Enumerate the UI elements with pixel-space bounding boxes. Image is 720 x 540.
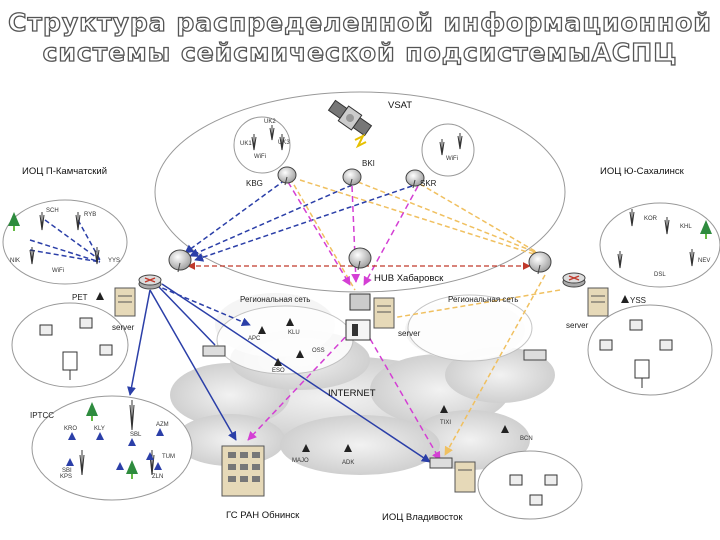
links-blue bbox=[29, 179, 413, 327]
links-blue-solid bbox=[127, 283, 431, 463]
switch-vladivostok bbox=[429, 457, 453, 469]
title-line-2: системы сейсмической подсистемыАСПЦ bbox=[42, 37, 678, 67]
sakhalin-clients bbox=[587, 304, 713, 396]
vsat-label: VSAT bbox=[388, 100, 412, 111]
server-left-icon bbox=[114, 287, 136, 317]
server-right-icon bbox=[587, 287, 609, 317]
klu-label: KLU bbox=[288, 330, 300, 336]
iptcc-stations bbox=[31, 395, 193, 501]
dish-skr bbox=[405, 169, 425, 189]
bki-label: BKI bbox=[362, 159, 375, 168]
uk2-label: UK2 bbox=[264, 119, 276, 125]
seismic-station-markers bbox=[96, 292, 629, 452]
iots-kamchatka-label: ИОЦ П-Камчатский bbox=[22, 166, 107, 177]
wifi-skr-label: WiFi bbox=[446, 156, 458, 162]
hub-workstation-icon bbox=[345, 293, 371, 341]
regional-net-left bbox=[216, 305, 354, 375]
server-left-label: server bbox=[112, 323, 135, 332]
sbl-label: SBL bbox=[130, 432, 142, 438]
zln-label: ZLN bbox=[152, 474, 163, 480]
yss-label: YSS bbox=[630, 296, 646, 305]
nev-label: NEV bbox=[698, 258, 710, 264]
yys-label: YYS bbox=[108, 258, 120, 264]
uk1-label: UK1 bbox=[240, 141, 252, 147]
server-right-label: server bbox=[566, 321, 589, 330]
antenna-icons bbox=[29, 125, 695, 476]
sbi-label: SBI bbox=[62, 468, 72, 474]
lightning-icon bbox=[354, 133, 367, 149]
internet-label: INTERNET bbox=[328, 388, 376, 399]
switch-left bbox=[202, 345, 226, 357]
server-vladivostok-icon bbox=[454, 461, 476, 493]
wifi-left-label: WiFi bbox=[52, 268, 64, 274]
regional-net-right bbox=[407, 294, 533, 362]
adk-label: ADK bbox=[342, 460, 354, 466]
kly-label: KLY bbox=[94, 426, 105, 432]
iots-sakhalin-label: ИОЦ Ю-Сахалинск bbox=[600, 166, 685, 177]
khl-label: KHL bbox=[680, 224, 692, 230]
apc-label: APC bbox=[248, 336, 261, 342]
title-line-1: Структура распределенной информационной bbox=[7, 7, 712, 37]
kor-label: KOR bbox=[644, 216, 658, 222]
server-center-label: server bbox=[398, 329, 421, 338]
satellite-icon bbox=[327, 99, 373, 137]
vsat-zone bbox=[154, 91, 566, 293]
router-kamchatka bbox=[138, 274, 162, 290]
sch-label: SCH bbox=[46, 208, 59, 214]
page-title: Структура распределенной информационной … bbox=[0, 7, 720, 68]
tixi-label: TIXI bbox=[440, 420, 451, 426]
tum-label: TUM bbox=[162, 454, 175, 460]
screen-icon-left bbox=[62, 351, 78, 380]
regional-right-label: Региональная сеть bbox=[448, 295, 518, 304]
kps-label: KPS bbox=[60, 474, 72, 480]
uk3-label: UK3 bbox=[278, 140, 290, 146]
client-workstations bbox=[39, 317, 673, 506]
eso-label: ESO bbox=[272, 368, 285, 374]
dish-bki bbox=[342, 168, 362, 188]
iots-vladivostok-label: ИОЦ Владивосток bbox=[382, 512, 463, 523]
kamchatka-stations bbox=[2, 199, 128, 285]
building-icon bbox=[221, 445, 265, 497]
router-sakhalin bbox=[562, 272, 586, 288]
server-center-icon bbox=[373, 297, 395, 329]
sakhalin-stations bbox=[599, 202, 720, 288]
iptcc-station-markers bbox=[66, 428, 164, 470]
pet-label: PET bbox=[72, 293, 88, 302]
kbg-cluster bbox=[233, 116, 291, 174]
bcn-label: BCN bbox=[520, 436, 533, 442]
dish-kamchatka bbox=[168, 249, 192, 273]
regional-left-label: Региональная сеть bbox=[240, 295, 310, 304]
dsl-label: DSL bbox=[654, 272, 666, 278]
gs-ran-label: ГС РАН Обнинск bbox=[226, 510, 300, 521]
nik-label: NIK bbox=[10, 258, 20, 264]
dish-sakhalin bbox=[528, 251, 552, 275]
azm-label: AZM bbox=[156, 422, 169, 428]
kamchatka-clients bbox=[11, 302, 129, 388]
oss-label: OSS bbox=[312, 348, 325, 354]
wifi-kbg-label: WiFi bbox=[254, 154, 266, 160]
hub-label: HUB Хабаровск bbox=[374, 273, 444, 284]
kbg-label: KBG bbox=[246, 179, 263, 188]
dish-kbg bbox=[277, 166, 297, 186]
skr-cluster bbox=[421, 123, 475, 177]
dish-hub bbox=[348, 247, 372, 271]
ryb-label: RYB bbox=[84, 212, 96, 218]
majo-label: MAJO bbox=[292, 458, 309, 464]
skr-label: SKR bbox=[420, 179, 437, 188]
vladivostok-clients bbox=[477, 450, 583, 520]
screen-icon-right bbox=[634, 359, 650, 388]
tree-icons bbox=[8, 212, 712, 479]
iptcc-label: IPTCC bbox=[30, 411, 54, 420]
switch-right bbox=[523, 349, 547, 361]
kro-label: KRO bbox=[64, 426, 77, 432]
